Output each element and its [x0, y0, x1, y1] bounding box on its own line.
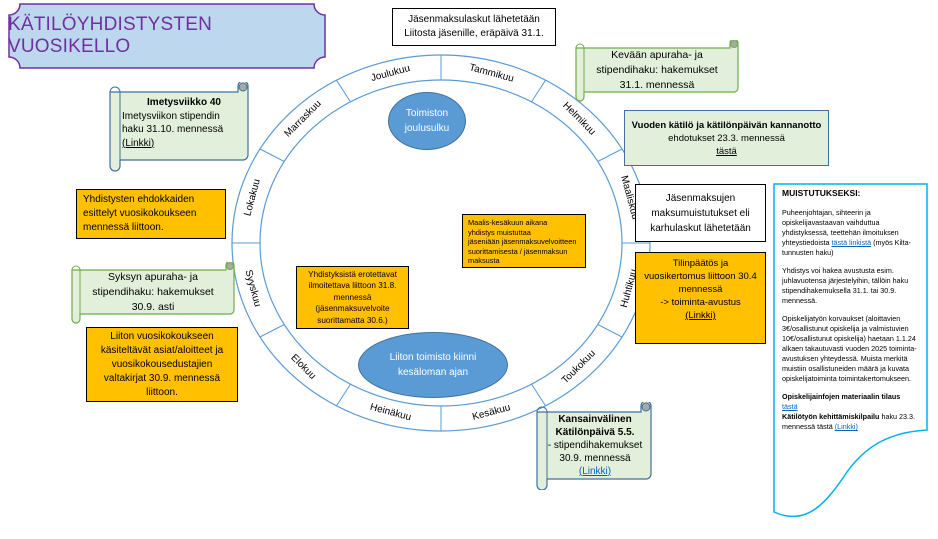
scroll-shape — [536, 402, 652, 490]
link-kansainvalinen[interactable]: (Linkki) — [578, 465, 612, 477]
month-divider — [597, 148, 623, 162]
link-kehittamiskilpailu[interactable]: (Linkki) — [834, 422, 858, 431]
note-line: Tilinpäätös ja — [672, 258, 729, 269]
note-line: Jäsenmaksujen — [665, 192, 736, 204]
note-line: karhulaskut lähetetään — [650, 222, 751, 234]
month-divider — [259, 148, 285, 162]
note-line: mennessä — [333, 292, 372, 302]
top-ellipse: Toimiston joulusulku — [388, 92, 466, 150]
month-divider — [336, 383, 351, 407]
note-line: mennessä — [678, 284, 723, 295]
note-heading: Kätilönpäivä 5.5. — [555, 426, 635, 438]
month-divider — [259, 324, 285, 338]
top-ellipse-label: Toimiston joulusulku — [404, 108, 450, 134]
note-line: ilmoitettava liittoon 31.8. — [308, 281, 397, 291]
link-tasta-linkista[interactable]: tästä linkistä — [831, 238, 872, 247]
reminder-bold: Kätilötyön kehittämiskilpailu — [782, 412, 880, 421]
reminder-text: Puheenjohtajan, sihteerin ja opiskelijav… — [782, 208, 899, 247]
note-imetysviikko: Imetysviikko 40 Imetysviikon stipendin h… — [122, 94, 246, 152]
reminder-paragraph: Yhdistys voi hakea avustusta esim. juhla… — [782, 266, 909, 305]
note-line: haku 31.10. mennessä — [122, 124, 224, 135]
note-line: jäseniään jäsenmaksuvelvoitteen — [468, 237, 577, 247]
month-divider — [336, 79, 351, 103]
reminder-paragraph: Puheenjohtajan, sihteerin ja opiskelijav… — [782, 208, 928, 258]
note-line: käsiteltävät asiat/aloitteet ja — [100, 344, 224, 356]
note-heading: Vuoden kätilö ja kätilönpäivän kannanott… — [631, 119, 822, 131]
note-ehdokkaat: Yhdistysten ehdokkaiden esittelyt vuosik… — [76, 189, 226, 239]
link-opiskelijainfot[interactable]: tästä — [782, 402, 798, 411]
note-line: valtakirjat 30.9. mennessä — [103, 372, 221, 384]
reminder-text: (myös Kilta-tunnusten haku) — [782, 238, 912, 257]
note-line: 30.9. asti — [131, 300, 175, 313]
note-line: Imetysviikon stipendin — [122, 110, 220, 122]
note-line: esittelyt vuosikokoukseen — [83, 208, 197, 219]
link-imetysviikko[interactable]: (Linkki) — [122, 137, 155, 149]
note-line: Liiton vuosikokoukseen — [110, 330, 214, 342]
note-line: Yhdistyksistä erotettavat — [308, 269, 397, 279]
note-vuosikokous: Liiton vuosikokoukseen käsiteltävät asia… — [86, 327, 238, 402]
note-line: suorittamisesta / jäsenmaksun — [468, 246, 568, 256]
note-vuoden-katilo: Vuoden kätilö ja kätilönpäivän kannanott… — [624, 110, 829, 166]
page-title: KÄTILÖYHDISTYSTEN VUOSIKELLO — [8, 14, 212, 57]
reminder-text: haku 23.3. mennessä tästä — [782, 412, 916, 431]
note-line: (jäsenmaksuvelvoite — [315, 304, 390, 314]
reminder-panel-shape — [773, 183, 928, 518]
note-line: stipendihaku: hakemukset — [92, 285, 214, 298]
reminder-bold: Opiskelijainfojen materiaalin tilaus — [782, 392, 901, 401]
note-line: ehdotukset 23.3. mennessä — [668, 132, 785, 144]
note-kevaan-apuraha: Kevään apuraha- ja stipendihaku: hakemuk… — [582, 46, 732, 94]
scroll-shape — [71, 262, 235, 324]
link-tasta[interactable]: tästä — [716, 145, 737, 157]
note-line: Maalis-kesäkuun aikana — [468, 218, 548, 227]
note-line: 30.9. mennessä — [559, 452, 631, 464]
note-karhulaskut: Jäsenmaksujen maksumuistutukset eli karh… — [635, 184, 766, 242]
note-line: mennessä liittoon. — [83, 222, 164, 233]
note-line: Liitosta jäsenille, eräpäivä 31.1. — [404, 28, 544, 39]
note-line: - stipendihakemukset — [547, 439, 643, 451]
month-divider — [531, 383, 546, 407]
note-erotettavat: Yhdistyksistä erotettavat ilmoitettava l… — [296, 266, 409, 329]
bottom-ellipse: Liiton toimisto kiinni kesäloman ajan — [358, 332, 508, 398]
note-line: Kevään apuraha- ja — [611, 48, 703, 61]
reminder-title: MUISTUTUKSEKSI: — [782, 188, 861, 198]
reminder-panel: MUISTUTUKSEKSI: Puheenjohtajan, sihteeri… — [782, 188, 928, 432]
note-line: 31.1. mennessä — [619, 78, 695, 91]
note-line: maksumuistutukset eli — [651, 207, 750, 219]
bottom-ellipse-label: Liiton toimisto kiinni kesäloman ajan — [389, 352, 477, 378]
note-line: Syksyn apuraha- ja — [108, 270, 198, 283]
note-line: liittoon. — [146, 386, 178, 398]
note-line: stipendihaku: hakemukset — [596, 63, 718, 76]
note-line: -> toiminta-avustus — [660, 297, 741, 308]
note-line: Yhdistysten ehdokkaiden — [83, 194, 195, 205]
title-plaque — [8, 3, 326, 69]
scroll-shape — [575, 40, 739, 102]
month-divider — [597, 324, 623, 338]
note-line: suorittamatta 30.6.) — [317, 315, 388, 325]
note-tilinpaatos: Tilinpäätös ja vuosikertomus liittoon 30… — [635, 252, 766, 344]
reminder-paragraph: Opiskelijatyön korvaukset (aloittavien 3… — [782, 314, 917, 383]
note-kansainvalinen: Kansainvälinen Kätilönpäivä 5.5. - stipe… — [545, 412, 645, 478]
note-syksyn-apuraha: Syksyn apuraha- ja stipendihaku: hakemuk… — [78, 268, 228, 316]
note-heading: Kansainvälinen — [558, 413, 632, 425]
note-line: Jäsenmaksulaskut lähetetään — [408, 14, 540, 25]
note-line: maksusta — [468, 256, 500, 266]
note-line: yhdistys muistuttaa — [468, 227, 531, 237]
note-jasenmaksulaskut: Jäsenmaksulaskut lähetetään Liitosta jäs… — [392, 8, 556, 46]
note-heading: Imetysviikko 40 — [147, 97, 221, 108]
month-divider — [531, 79, 546, 103]
note-line: vuosikertomus liittoon 30.4 — [644, 271, 757, 282]
note-maalis-kesakuu: Maalis-kesäkuun aikana yhdistys muistutt… — [462, 214, 586, 268]
note-line: vuosikokousedustajien — [111, 358, 213, 370]
scroll-shape — [109, 82, 249, 172]
link-tilinpaatos[interactable]: (Linkki) — [685, 310, 716, 321]
